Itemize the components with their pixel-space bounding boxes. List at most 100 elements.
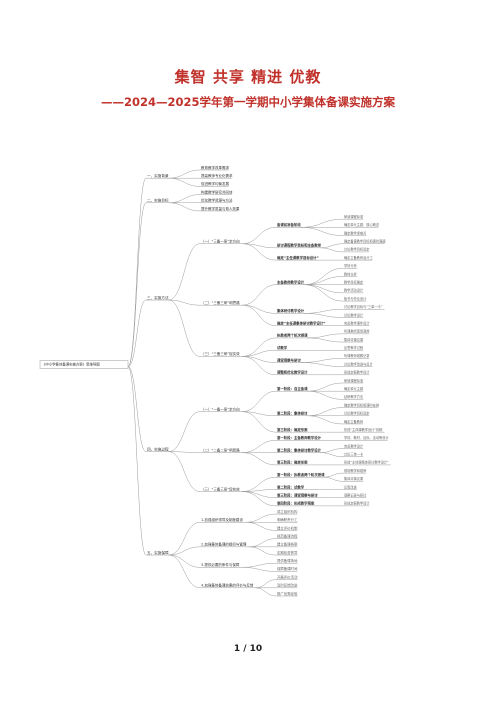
topic-node: 明确职责分工: [277, 517, 298, 522]
branch-line: [303, 268, 344, 285]
detail-node: 讨论三单一卡: [344, 452, 364, 457]
topic-node: 课堂观察与研讨: [277, 357, 301, 362]
branch-line: [168, 451, 201, 492]
subsection-node: 优化教学资源与方法: [201, 198, 233, 203]
topic-node: 备课前准备阶段: [276, 222, 301, 227]
topic-node: 定期检查督导: [277, 550, 298, 555]
detail-node: 研读课程标准: [344, 378, 364, 383]
topic-node: 确定“主任课教学目标设计”: [277, 255, 319, 260]
detail-node: 讨论教学改进与设计: [344, 361, 373, 366]
subsection-node: 2.加强集体备课的组织与管理: [201, 542, 247, 547]
detail-node: 讨论教学设计: [344, 312, 364, 317]
branch-line: [241, 411, 277, 417]
subsection-node: （二）“三备三研”明思路: [201, 300, 240, 305]
detail-node: 确定教学重难点: [344, 230, 367, 235]
root-node: 《中小学集体备课实施方案》思维导图: [42, 361, 100, 366]
detail-node: 钻研教学方法: [344, 394, 363, 399]
detail-node: 学情、教材、目标、活动等设计: [344, 435, 389, 440]
detail-node: 集体评课议课: [344, 337, 364, 342]
branch-line: [248, 546, 277, 556]
detail-node: 现场教学和观摩: [344, 468, 367, 473]
branch-line: [127, 366, 147, 452]
section-node: 五、实施保障: [147, 550, 169, 555]
branch-line: [307, 333, 344, 339]
branch-line: [168, 177, 201, 187]
branch-line: [300, 227, 344, 236]
detail-node: 形成定稿教学设计: [344, 501, 370, 506]
detail-node: 完善教学设计: [344, 443, 364, 448]
topic-node: 第二阶段：试教学: [277, 484, 305, 489]
branch-line: [168, 411, 201, 452]
branch-line: [241, 491, 277, 498]
detail-node: 确定单元主题: [344, 386, 364, 391]
topic-node: 主备教师教学设计: [277, 279, 305, 284]
subsection-node: 促进教学均衡发展: [201, 181, 229, 186]
branch-line: [168, 202, 201, 212]
subsection-node: 教育教学改革需求: [201, 165, 229, 170]
detail-node: 形成定稿教学设计: [344, 370, 370, 375]
branch-line: [307, 415, 344, 425]
topic-node: 成立组织机构: [277, 509, 298, 514]
branch-line: [245, 522, 277, 531]
branch-line: [303, 313, 344, 318]
section-node: 三、实施方法: [147, 295, 169, 300]
detail-node: 观察记录与研讨: [344, 492, 367, 497]
branch-line: [241, 304, 277, 326]
branch-line: [127, 299, 147, 367]
subsection-node: （一）“一备一研”定方向: [201, 406, 240, 411]
subsection-node: 3.提供必要的条件与保障: [201, 562, 240, 567]
branch-line: [241, 304, 277, 314]
topic-node: 执教者两个轮次授课: [277, 333, 308, 338]
branch-line: [241, 411, 277, 433]
branch-line: [300, 358, 344, 363]
detail-node: 形成“主体课教学设计”初稿: [344, 427, 383, 432]
subsection-node: 1.加强组织领导及制度建设: [201, 517, 243, 522]
document-subtitle: ——2024—2025学年第一学期中小学集体备课实施方案: [100, 95, 395, 109]
topic-node: 调整和优化教学设计: [277, 370, 308, 375]
branch-line: [255, 587, 277, 597]
branch-line: [303, 309, 344, 314]
branch-line: [241, 452, 277, 466]
branch-line: [323, 476, 344, 482]
subsection-node: 提升教学质量与育人效果: [201, 206, 240, 211]
branch-line: [168, 522, 201, 556]
topic-node: 规范备课流程: [277, 533, 298, 538]
branch-line: [323, 472, 344, 478]
detail-node: 讨论教学目标与“三单一卡”: [344, 304, 383, 309]
branch-line: [241, 476, 277, 492]
branch-line: [307, 390, 344, 400]
root-node-frame: [39, 360, 129, 369]
branch-line: [241, 562, 277, 568]
branch-line: [241, 440, 277, 453]
subsection-node: 提高教师专业化需求: [201, 173, 233, 178]
branch-line: [241, 227, 277, 244]
branch-line: [307, 337, 344, 343]
branch-line: [241, 243, 277, 261]
topic-node: 建立备课档案: [277, 542, 298, 547]
branch-line: [303, 276, 344, 285]
branch-line: [168, 243, 201, 301]
branch-line: [241, 390, 277, 412]
topic-node: 第三阶段：确定形案: [277, 460, 308, 465]
detail-node: 研读课程标准: [344, 214, 364, 219]
topic-node: 确定“主任课集体研讨教学设计”: [277, 320, 326, 325]
detail-node: 听课教师观察记录: [344, 353, 370, 358]
branch-line: [241, 349, 277, 357]
topic-node: 建立评价机制: [277, 525, 298, 530]
topic-node: 第一阶段：执教者两个轮次授课: [277, 472, 325, 477]
branch-line: [168, 299, 201, 306]
detail-node: 反思教学过程: [344, 345, 364, 350]
branch-line: [319, 452, 344, 457]
topic-node: 研讨课程教学目标和主备教师: [277, 243, 322, 248]
topic-node: 第三阶段：确定形案: [277, 427, 308, 432]
branch-line: [168, 554, 201, 589]
detail-node: 讨论教学目标设定: [344, 247, 370, 252]
branch-line: [168, 554, 201, 568]
branch-line: [303, 284, 344, 294]
topic-node: 试教学: [277, 345, 288, 350]
topic-node: 及时反馈改进: [277, 583, 298, 588]
subsection-node: （三）“三备三研”促实效: [201, 351, 240, 356]
detail-node: 形成“主体课集体研讨教学设计”: [344, 460, 389, 465]
detail-node: 集体评课议课: [344, 476, 364, 481]
